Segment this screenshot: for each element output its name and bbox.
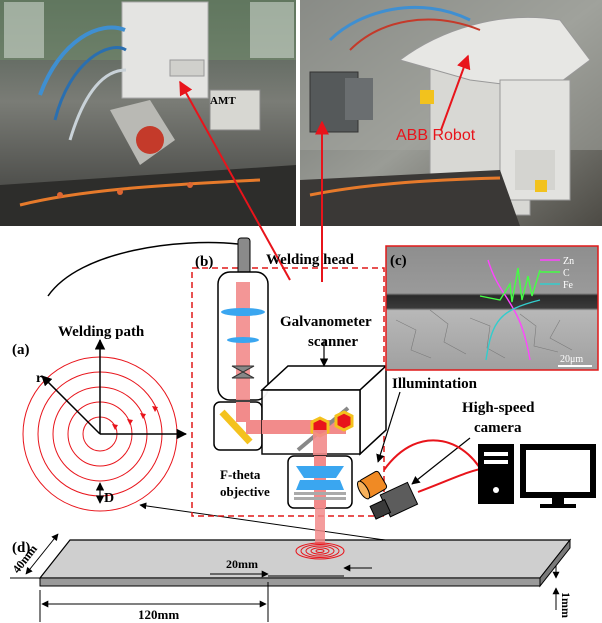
- label-b: (b): [195, 254, 213, 270]
- legend-zn: Zn: [563, 256, 574, 267]
- galvanometer-label: Galvanometer: [280, 314, 372, 330]
- fiber-cable: [47, 241, 239, 297]
- right-photo: ABB Robot: [300, 0, 602, 226]
- camera-label: camera: [474, 420, 522, 436]
- dim-length: 120mm: [138, 607, 179, 622]
- scanner-label: scanner: [308, 334, 358, 350]
- welding-head-title: Welding head: [266, 252, 355, 268]
- welding-path-diagram: (a) Welding path r D: [12, 324, 421, 546]
- spacing-label: D: [104, 491, 114, 506]
- arrow-to-robot: [440, 54, 471, 131]
- dim-overlap: 20mm: [226, 557, 258, 571]
- radius-label: r: [36, 371, 42, 386]
- ftheta-label-1: F-theta: [220, 467, 261, 482]
- high-speed-label: High-speed: [462, 400, 535, 416]
- legend-c: C: [563, 268, 570, 279]
- dim-thickness: 1mm: [559, 592, 573, 618]
- illumination-label: Illumintation: [392, 376, 478, 392]
- label-c: (c): [390, 253, 407, 269]
- left-photo: AMT: [0, 0, 296, 226]
- arrow-to-left-head: [179, 80, 291, 281]
- scale-bar-label: 20μm: [560, 354, 583, 365]
- illumination-camera: Illumintation High-speed camera: [357, 376, 596, 520]
- abb-robot-label: ABB Robot: [396, 127, 476, 144]
- sem-image: Zn C Fe 20μm (c): [385, 245, 599, 371]
- legend-fe: Fe: [563, 280, 574, 291]
- ftheta-label-2: objective: [220, 484, 270, 499]
- specimen-diagram: (d) 40mm 20mm 120mm 1mm: [9, 508, 573, 622]
- welding-path-title: Welding path: [58, 324, 145, 340]
- left-photo-brand: AMT: [210, 95, 236, 107]
- label-a: (a): [12, 342, 30, 358]
